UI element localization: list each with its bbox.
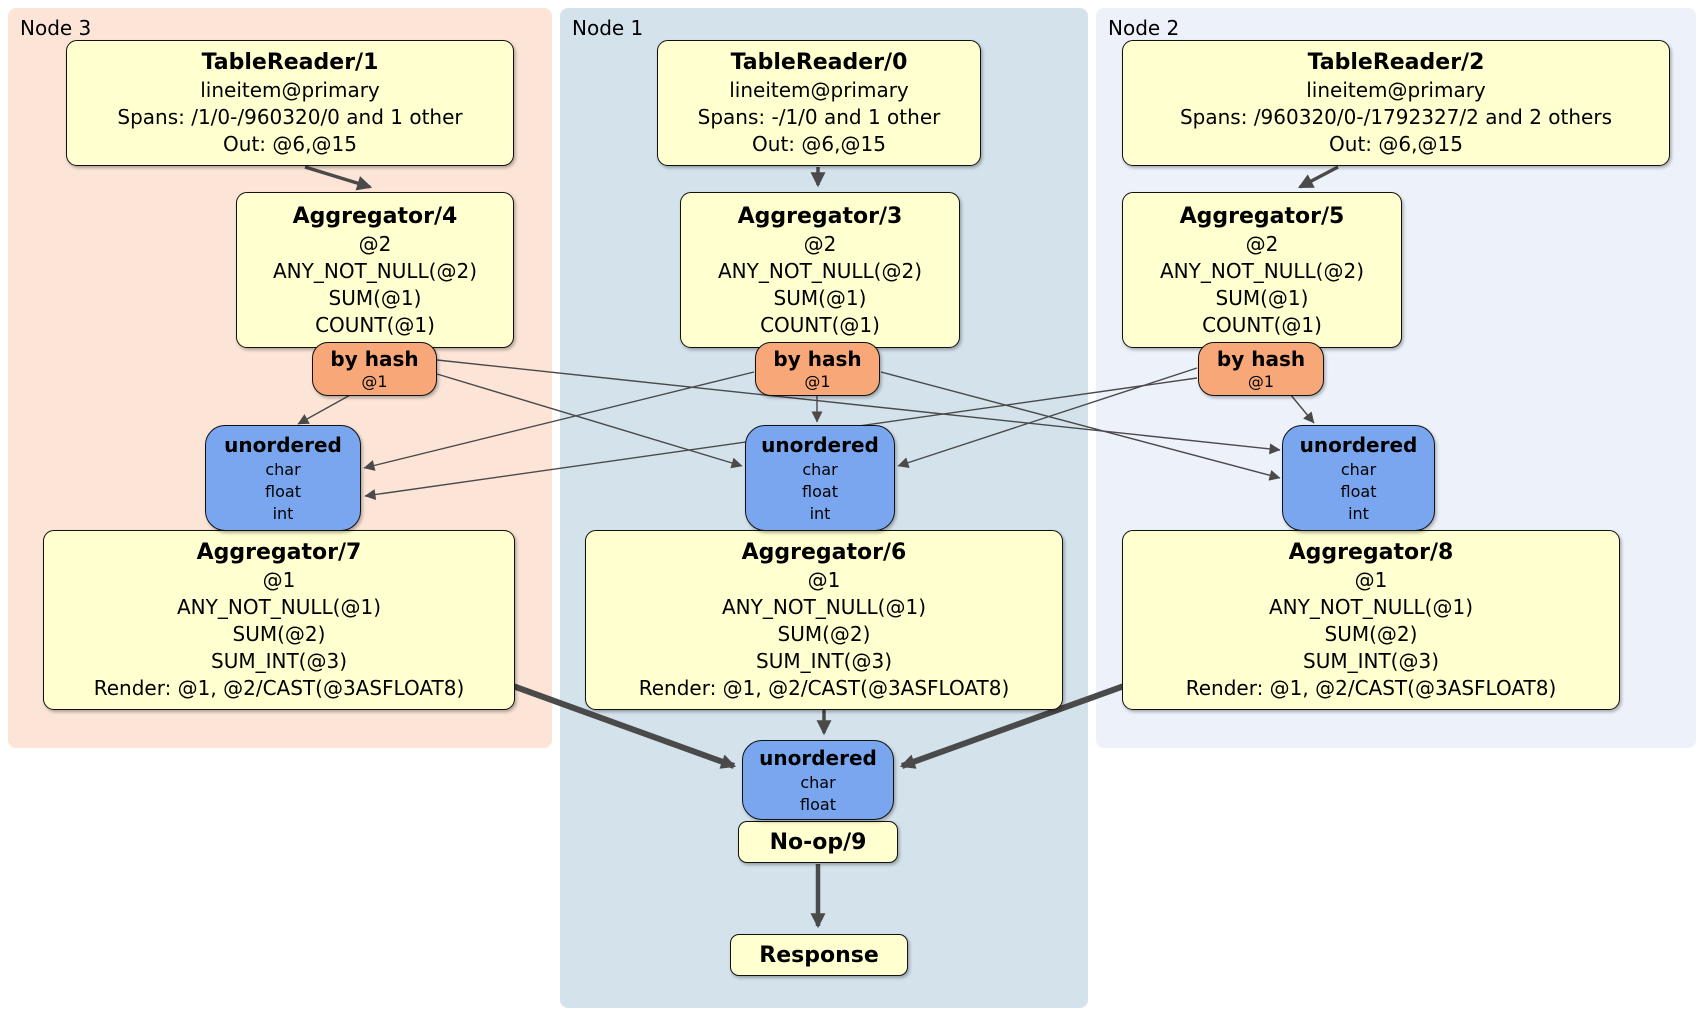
panel-node2-label: Node 2	[1108, 16, 1180, 40]
processor-index-line: lineitem@primary	[200, 78, 380, 102]
processor-spans-line: Spans: /1/0-/960320/0 and 1 other	[117, 105, 463, 129]
sync-type-line: int	[272, 503, 294, 523]
aggregator-fn-line: SUM(@1)	[1215, 285, 1309, 310]
aggregator-group-line: @1	[262, 568, 296, 592]
router-key: @1	[1247, 371, 1275, 391]
processor-aggregator-5: Aggregator/5 @2 ANY_NOT_NULL(@2) SUM(@1)…	[1122, 192, 1402, 348]
aggregator-group-line: @2	[358, 231, 392, 256]
unordered-sync-node3: unordered char float int	[205, 425, 361, 531]
processor-spans-line: Spans: /960320/0-/1792327/2 and 2 others	[1179, 105, 1612, 129]
aggregator-fn-line: SUM_INT(@3)	[211, 649, 347, 673]
unordered-sync-node1: unordered char float int	[745, 425, 895, 531]
processor-title: Aggregator/7	[196, 540, 362, 565]
flow-edges	[304, 165, 1339, 929]
aggregator-fn-line: SUM(@2)	[232, 622, 326, 646]
router-key: @1	[804, 371, 831, 391]
processor-tablereader-1: TableReader/1 lineitem@primary Spans: /1…	[66, 40, 514, 166]
processor-index-line: lineitem@primary	[729, 78, 909, 102]
processor-aggregator-8: Aggregator/8 @1 ANY_NOT_NULL(@1) SUM(@2)…	[1122, 530, 1620, 710]
hash-router-node2: by hash @1	[1198, 342, 1324, 396]
processor-title: No-op/9	[769, 829, 867, 855]
aggregator-fn-line: SUM_INT(@3)	[756, 649, 892, 673]
sync-type-line: int	[809, 503, 831, 523]
aggregator-fn-line: COUNT(@1)	[1202, 312, 1322, 337]
aggregator-fn-line: COUNT(@1)	[760, 312, 880, 337]
panel-node3-label: Node 3	[20, 16, 92, 40]
processor-title: TableReader/1	[201, 50, 379, 75]
processor-out-line: Out: @6,@15	[223, 132, 357, 156]
processor-aggregator-3: Aggregator/3 @2 ANY_NOT_NULL(@2) SUM(@1)…	[680, 192, 960, 348]
processor-tablereader-0: TableReader/0 lineitem@primary Spans: -/…	[657, 40, 981, 166]
aggregator-group-line: @2	[1245, 231, 1279, 256]
aggregator-fn-line: ANY_NOT_NULL(@1)	[722, 595, 926, 619]
aggregator-fn-line: SUM(@1)	[773, 285, 867, 310]
aggregator-fn-line: SUM(@2)	[777, 622, 871, 646]
processor-title: Aggregator/5	[1179, 203, 1345, 229]
unordered-sync-final: unordered char float	[742, 740, 894, 820]
sync-type-line: int	[1348, 503, 1369, 523]
processor-response: Response	[730, 934, 908, 976]
sync-type-line: float	[800, 794, 836, 814]
processor-title: TableReader/0	[730, 50, 908, 75]
aggregator-render-line: Render: @1, @2/CAST(@3ASFLOAT8)	[93, 676, 465, 700]
panel-node1-label: Node 1	[572, 16, 644, 40]
processor-title: Aggregator/3	[737, 203, 903, 229]
processor-tablereader-2: TableReader/2 lineitem@primary Spans: /9…	[1122, 40, 1670, 166]
processor-aggregator-4: Aggregator/4 @2 ANY_NOT_NULL(@2) SUM(@1)…	[236, 192, 514, 348]
router-title: by hash	[330, 346, 419, 371]
sync-type-line: float	[802, 481, 838, 501]
processor-title: Aggregator/8	[1288, 540, 1454, 565]
processor-spans-line: Spans: -/1/0 and 1 other	[697, 105, 941, 129]
aggregator-fn-line: ANY_NOT_NULL(@2)	[273, 258, 477, 283]
processor-out-line: Out: @6,@15	[752, 132, 886, 156]
sync-type-line: float	[1340, 481, 1377, 501]
sync-type-line: float	[265, 481, 301, 501]
sync-type-line: char	[265, 459, 301, 479]
aggregator-group-line: @1	[807, 568, 841, 592]
aggregator-fn-line: SUM_INT(@3)	[1303, 649, 1439, 673]
processor-title: Aggregator/4	[292, 203, 458, 229]
sync-title: unordered	[759, 745, 877, 770]
router-key: @1	[361, 371, 388, 391]
processor-index-line: lineitem@primary	[1306, 78, 1486, 102]
processor-aggregator-7: Aggregator/7 @1 ANY_NOT_NULL(@1) SUM(@2)…	[43, 530, 515, 710]
processor-title: Aggregator/6	[741, 540, 907, 565]
router-title: by hash	[773, 346, 862, 371]
sync-title: unordered	[224, 432, 342, 457]
aggregator-fn-line: ANY_NOT_NULL(@2)	[1160, 258, 1364, 283]
aggregator-fn-line: SUM(@1)	[328, 285, 422, 310]
aggregator-group-line: @1	[1354, 568, 1388, 592]
sync-type-line: char	[1340, 459, 1377, 479]
aggregator-fn-line: COUNT(@1)	[315, 312, 435, 337]
aggregator-render-line: Render: @1, @2/CAST(@3ASFLOAT8)	[1185, 676, 1557, 700]
unordered-sync-node2: unordered char float int	[1282, 425, 1435, 531]
processor-out-line: Out: @6,@15	[1329, 132, 1463, 156]
sync-title: unordered	[1299, 432, 1418, 457]
processor-noop-9: No-op/9	[738, 821, 898, 863]
sync-title: unordered	[761, 432, 879, 457]
processor-aggregator-6: Aggregator/6 @1 ANY_NOT_NULL(@1) SUM(@2)…	[585, 530, 1063, 710]
processor-title: Response	[759, 942, 879, 968]
hash-router-node3: by hash @1	[312, 342, 437, 396]
sync-type-line: char	[802, 459, 838, 479]
aggregator-render-line: Render: @1, @2/CAST(@3ASFLOAT8)	[638, 676, 1010, 700]
sync-type-line: char	[800, 772, 836, 792]
processor-title: TableReader/2	[1307, 50, 1485, 75]
aggregator-fn-line: ANY_NOT_NULL(@2)	[718, 258, 922, 283]
aggregator-group-line: @2	[803, 231, 837, 256]
aggregator-fn-line: ANY_NOT_NULL(@1)	[1269, 595, 1473, 619]
hash-router-node1: by hash @1	[755, 342, 880, 396]
aggregator-fn-line: SUM(@2)	[1324, 622, 1418, 646]
router-title: by hash	[1216, 346, 1306, 371]
aggregator-fn-line: ANY_NOT_NULL(@1)	[177, 595, 381, 619]
